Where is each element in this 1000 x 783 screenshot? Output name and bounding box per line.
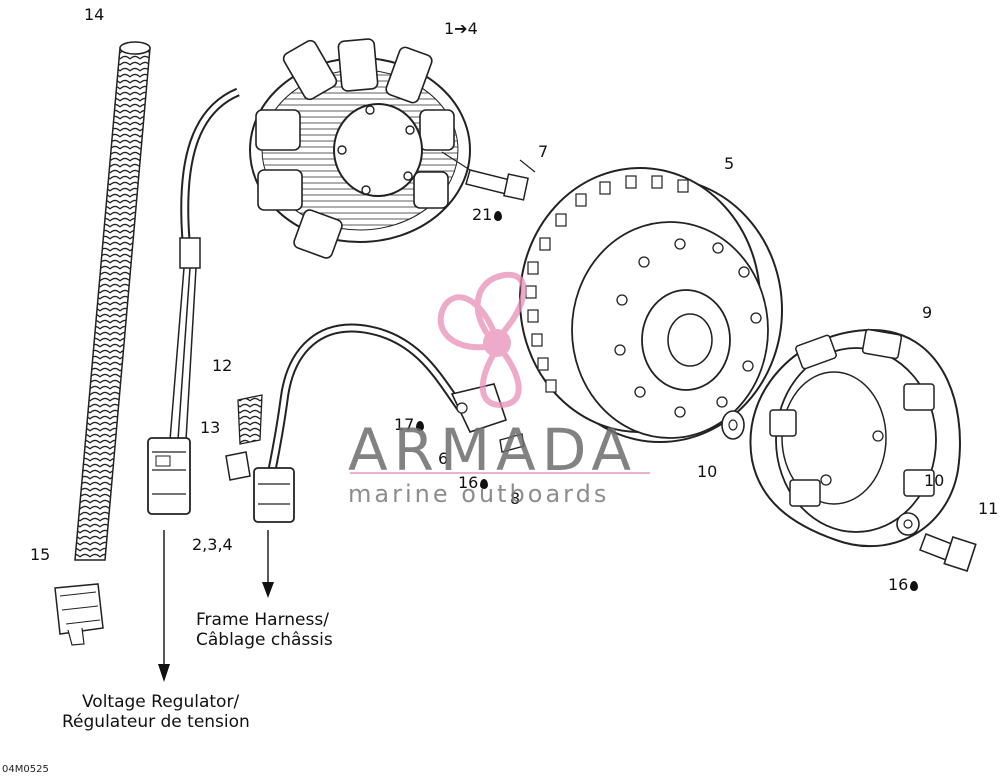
callout-8: 8 [510,489,521,508]
stator-wire-harness [147,87,240,682]
washers [721,410,920,536]
callout-16-upper: 16 [458,473,489,492]
loctite-drop-icon [480,479,489,489]
callout-12: 12 [212,356,233,375]
loctite-drop-icon [416,421,425,431]
drawing-code: 04M0525 [2,764,49,775]
watermark-logo [437,271,527,409]
watermark-subtitle: marine outboards [348,480,610,508]
voltage-regulator-caption: Voltage Regulator/ Régulateur de tension [62,692,250,732]
stator [249,38,471,259]
callout-16-lower: 16 [888,575,919,594]
frame-harness-caption: Frame Harness/ Câblage châssis [196,610,333,650]
callout-6: 6 [438,449,449,468]
callout-13: 13 [200,418,221,437]
callout-10-left: 10 [697,462,718,481]
frame-harness-caption-en: Frame Harness/ [196,610,329,630]
conduit-clamp [54,583,104,646]
callout-1-to-4: 1➔4 [444,19,478,38]
callout-5: 5 [724,154,735,173]
callout-2-3-4: 2,3,4 [192,535,233,554]
callout-17: 17 [394,415,425,434]
trigger-harness [253,323,466,598]
callout-11: 11 [978,499,999,518]
flywheel [519,167,783,443]
flywheel-bolt [919,533,977,573]
loctite-drop-icon [494,211,503,221]
voltage-regulator-caption-fr: Régulateur de tension [62,712,250,732]
frame-harness-caption-fr: Câblage châssis [196,630,333,650]
callout-9: 9 [922,303,933,322]
callout-10-right: 10 [924,471,945,490]
callout-15: 15 [30,545,51,564]
voltage-regulator-caption-en: Voltage Regulator/ [82,692,240,712]
spiral-conduit [74,41,151,561]
stator-bolt [441,151,536,201]
callout-16-number: 16 [458,473,479,492]
callout-21-number: 21 [472,205,493,224]
watermark-divider [350,472,650,474]
callout-21: 21 [472,205,503,224]
callout-17-number: 17 [394,415,415,434]
starter-cup [749,328,961,548]
callout-14: 14 [84,5,105,24]
callout-7: 7 [538,142,549,161]
loctite-drop-icon [910,581,919,591]
callout-16-number: 16 [888,575,909,594]
trigger-coil [450,383,525,453]
spring-and-sleeve [225,394,263,481]
